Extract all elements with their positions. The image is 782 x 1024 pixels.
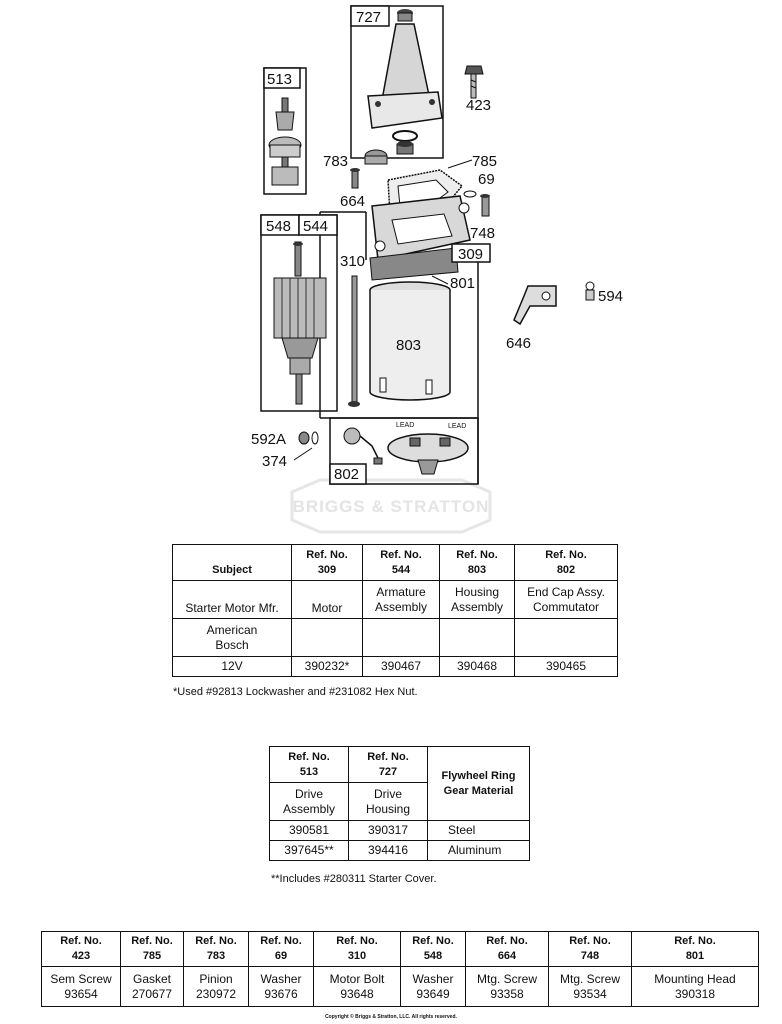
part-69-washer: [463, 190, 477, 198]
header-ref-544: Ref. No.544: [362, 544, 440, 581]
header-ref-802: Ref. No.802: [514, 544, 618, 581]
header-ref-309: Ref. No.309: [291, 544, 363, 581]
part-310-motor-bolt: [348, 275, 360, 407]
part-803-housing-assembly: [369, 281, 451, 401]
header-ref-803: Ref. No.803: [439, 544, 515, 581]
svg-text:LEAD: LEAD: [448, 423, 466, 430]
part-727-drive-housing: [350, 5, 444, 159]
header-ref-513: Ref. No.513: [269, 746, 349, 783]
callout-513: 513: [267, 71, 292, 88]
desc-309: Motor: [291, 580, 363, 619]
callout-748: 748: [470, 225, 495, 242]
part-423-sem-screw: [464, 65, 484, 99]
header-ref-785: Ref. No.785: [120, 931, 184, 967]
row-aluminum-material: Aluminum: [427, 840, 530, 861]
header-ref-548: Ref. No.548: [400, 931, 466, 967]
callout-646: 646: [506, 335, 531, 352]
copyright-notice: Copyright © Briggs & Stratton, LLC. All …: [325, 1014, 457, 1020]
part-802-end-cap: LEAD LEAD: [329, 417, 479, 485]
header-ref-69: Ref. No.69: [248, 931, 314, 967]
callout-310: 310: [340, 253, 365, 270]
part-783-pinion: [364, 149, 388, 165]
exploded-parts-diagram: BRIGGS & STRATTON 727 423 513 783: [251, 5, 623, 534]
row-label-12v: 12V: [172, 656, 292, 677]
row-aluminum-513: 397645**: [269, 840, 349, 861]
part-748-mtg-screw: [480, 194, 490, 217]
part-513-drive-assembly: [263, 67, 307, 195]
callout-664: 664: [340, 193, 365, 210]
label-box-309: [451, 243, 491, 263]
header-ref-727: Ref. No.727: [348, 746, 428, 783]
part-664-mtg-screw: [350, 168, 360, 189]
header-subject: Subject: [172, 544, 292, 581]
callout-802: 802: [334, 466, 359, 483]
desc-802: End Cap Assy.Commutator: [514, 580, 618, 619]
row-steel-513: 390581: [269, 820, 349, 841]
header-ref-310: Ref. No.310: [313, 931, 401, 967]
callout-592a: 592A: [251, 431, 286, 448]
header-ref-783: Ref. No.783: [183, 931, 249, 967]
value-803: 390468: [439, 656, 515, 677]
value-544: 390467: [362, 656, 440, 677]
callout-548: 548: [266, 218, 291, 235]
header-ref-664: Ref. No.664: [465, 931, 549, 967]
callout-423: 423: [466, 97, 491, 114]
value-802: 390465: [514, 656, 618, 677]
callout-727: 727: [356, 9, 381, 26]
starter-motor-parts-table: Subject Ref. No.309 Ref. No.544 Ref. No.…: [172, 544, 618, 677]
watermark-text: BRIGGS & STRATTON: [293, 497, 490, 516]
callout-544: 544: [303, 218, 328, 235]
watermark-logo: BRIGGS & STRATTON: [290, 478, 492, 534]
callout-309: 309: [458, 246, 483, 263]
label-starter-motor-mfr: Starter Motor Mfr.: [172, 580, 292, 619]
svg-text:LEAD: LEAD: [396, 422, 414, 429]
callout-783: 783: [323, 153, 348, 170]
header-ref-748: Ref. No.748: [548, 931, 632, 967]
footnote-lockwasher: *Used #92813 Lockwasher and #231082 Hex …: [173, 686, 418, 698]
callout-803: 803: [396, 337, 421, 354]
part-801-mounting-head: [369, 195, 471, 281]
row-steel-material: Steel: [427, 820, 530, 841]
callout-801: 801: [450, 275, 475, 292]
header-ref-423: Ref. No.423: [41, 931, 121, 967]
hardware-parts-table: Ref. No.423 Ref. No.785 Ref. No.783 Ref.…: [41, 931, 759, 1007]
row-aluminum-727: 394416: [348, 840, 428, 861]
part-592a-nut: [298, 431, 319, 445]
callout-785: 785: [472, 153, 497, 170]
part-594-nut: [585, 281, 595, 301]
callout-594: 594: [598, 288, 623, 305]
callout-69: 69: [478, 171, 495, 188]
callout-374: 374: [262, 453, 287, 470]
part-544-armature: [260, 214, 338, 412]
footnote-starter-cover: **Includes #280311 Starter Cover.: [271, 873, 437, 885]
part-646-bracket: [513, 285, 557, 326]
value-309: 390232*: [291, 656, 363, 677]
row-steel-727: 390317: [348, 820, 428, 841]
header-ref-801: Ref. No.801: [631, 931, 759, 967]
